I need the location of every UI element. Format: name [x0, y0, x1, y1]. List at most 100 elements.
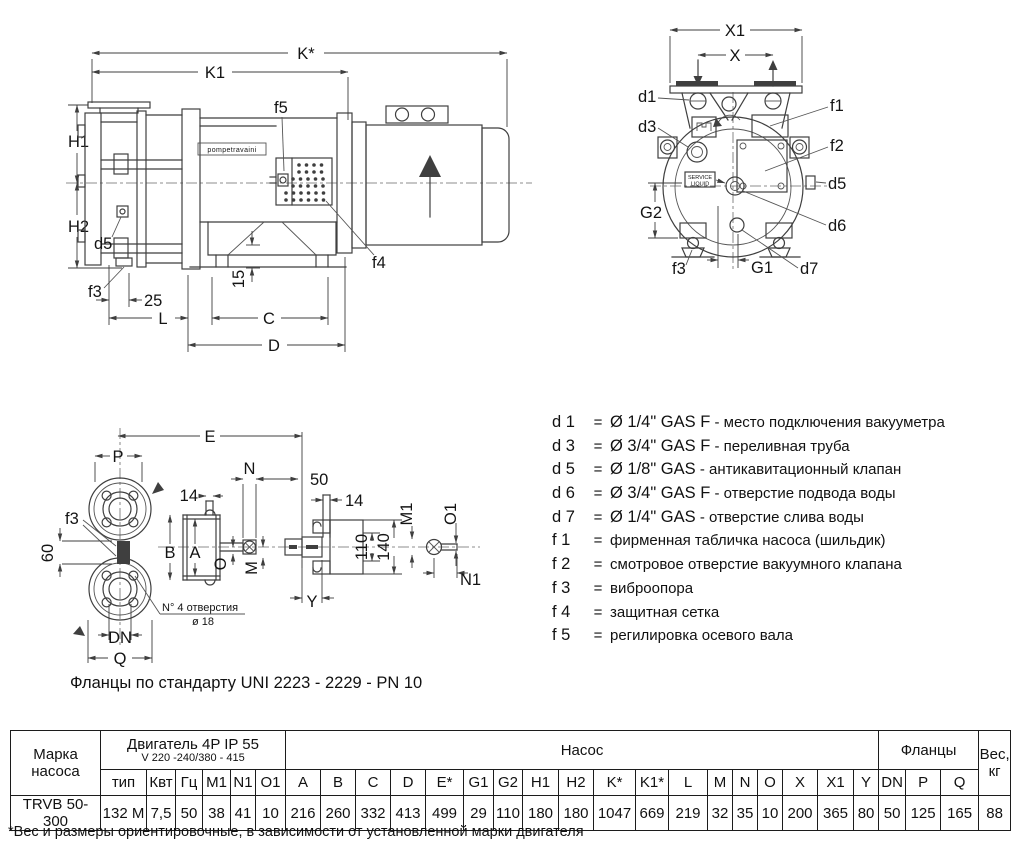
- svg-text:X1: X1: [725, 22, 745, 40]
- dim-14a: 14: [180, 487, 223, 505]
- subheader: L: [668, 769, 709, 796]
- dim-a: A: [189, 518, 201, 577]
- dim-k1: K1: [91, 64, 349, 120]
- label-f1: f1: [769, 97, 844, 127]
- header-weight: Вес,кг: [978, 730, 1012, 796]
- label-f3-side: f3: [88, 266, 125, 301]
- flange-standard-note: Фланцы по стандарту UNI 2223 - 2229 - PN…: [70, 674, 423, 692]
- svg-text:E: E: [204, 428, 215, 446]
- subheader: K*: [593, 769, 637, 796]
- svg-text:K*: K*: [297, 45, 315, 63]
- label-d3: d3: [638, 118, 689, 148]
- dim-g1: G1: [707, 206, 773, 277]
- cell: 365: [817, 795, 855, 831]
- subheader: N1: [230, 769, 256, 796]
- dim-k-star: K*: [91, 45, 508, 127]
- svg-text:110: 110: [353, 534, 371, 560]
- dim-14b: 14: [311, 492, 363, 510]
- header-pump-group: Насос: [285, 730, 880, 770]
- cell: 669: [635, 795, 670, 831]
- dim-o: O: [212, 536, 236, 570]
- subheader: D: [390, 769, 427, 796]
- legend-item: d 7=Ø 1/4" GAS - отверстие слива воды: [552, 507, 864, 526]
- subheader: Q: [940, 769, 980, 796]
- subheader: C: [355, 769, 392, 796]
- cell: 260: [320, 795, 357, 831]
- dim-o1: O1: [442, 503, 460, 566]
- holes-note: N° 4 отверстия ø 18: [134, 575, 245, 628]
- f3-pad: f3: [65, 510, 130, 564]
- motor-bracket-section: [312, 519, 364, 575]
- dim-m1: M1: [398, 503, 416, 568]
- cell: 32: [707, 795, 734, 831]
- cell: 10: [757, 795, 784, 831]
- cell: 29: [463, 795, 495, 831]
- svg-text:P: P: [112, 448, 123, 466]
- svg-text:d5: d5: [828, 175, 846, 193]
- legend: d 1=Ø 1/4" GAS F - место подключения вак…: [552, 413, 945, 650]
- svg-text:L: L: [158, 310, 167, 328]
- svg-text:50: 50: [310, 471, 328, 489]
- subheader: тип: [100, 769, 147, 796]
- svg-text:DN: DN: [108, 629, 132, 647]
- svg-text:O: O: [212, 557, 230, 570]
- svg-text:D: D: [268, 337, 280, 355]
- cell-model: TRVB 50-300: [10, 795, 101, 831]
- subheader: Гц: [175, 769, 203, 796]
- keyed-shaft-sections: [284, 536, 323, 558]
- subheader: X: [782, 769, 819, 796]
- cell: 216: [285, 795, 322, 831]
- subheader: G1: [463, 769, 495, 796]
- dim-h1-h2: H1 H2: [68, 104, 122, 269]
- legend-item: f 2=смотровое отверстие вакуумного клапа…: [552, 555, 902, 574]
- flow-out-arrow-icon: [73, 626, 85, 636]
- subheader: N: [732, 769, 759, 796]
- subheader: K1*: [635, 769, 670, 796]
- cell: 80: [853, 795, 880, 831]
- svg-text:H2: H2: [68, 218, 89, 236]
- legend-item: f 3=виброопора: [552, 578, 694, 597]
- svg-text:LIQUID: LIQUID: [691, 182, 709, 188]
- cell: 219: [668, 795, 709, 831]
- label-d5-front: d5: [815, 175, 846, 193]
- dim-n1: N1: [423, 554, 481, 589]
- label-f3-front: f3: [672, 249, 693, 278]
- dim-p: P: [94, 448, 143, 482]
- subheader: M: [707, 769, 734, 796]
- legend-item: d 6=Ø 3/4" GAS F - отверстие подвода вод…: [552, 484, 896, 503]
- svg-text:f5: f5: [274, 99, 288, 117]
- subheader: P: [905, 769, 942, 796]
- svg-text:14: 14: [345, 492, 363, 510]
- pump-side-outline: pompetravaini: [77, 101, 347, 270]
- dim-x1: X1: [669, 22, 803, 83]
- legend-item: d 3=Ø 3/4" GAS F - переливная труба: [552, 436, 850, 455]
- legend-item: d 1=Ø 1/4" GAS F - место подключения вак…: [552, 413, 945, 431]
- label-d5-side: d5: [94, 216, 122, 253]
- svg-text:M1: M1: [398, 503, 416, 526]
- motor-shaft-end: [425, 538, 458, 556]
- legend-item: f 1=фирменная табличка насоса (шильдик): [552, 531, 886, 550]
- header-flange-group: Фланцы: [878, 730, 980, 770]
- svg-text:G2: G2: [640, 204, 662, 222]
- dim-140: 140: [363, 519, 402, 575]
- subheader: H1: [522, 769, 560, 796]
- svg-text:d5: d5: [94, 235, 112, 253]
- dim-n: N: [231, 460, 299, 538]
- svg-text:25: 25: [144, 292, 162, 310]
- svg-text:f4: f4: [372, 254, 386, 272]
- subheader: X1: [817, 769, 855, 796]
- label-f4: f4: [325, 200, 386, 272]
- cell: 88: [978, 795, 1012, 831]
- cell: 110: [493, 795, 524, 831]
- svg-text:d1: d1: [638, 88, 656, 106]
- svg-text:C: C: [263, 310, 275, 328]
- rotation-arrow-icon: [419, 155, 441, 177]
- svg-text:f2: f2: [830, 137, 844, 155]
- svg-text:N1: N1: [460, 571, 481, 589]
- subheader: B: [320, 769, 357, 796]
- cell: 10: [254, 795, 287, 831]
- cell: 499: [425, 795, 465, 831]
- subheader: G2: [493, 769, 524, 796]
- cell: 180: [522, 795, 560, 831]
